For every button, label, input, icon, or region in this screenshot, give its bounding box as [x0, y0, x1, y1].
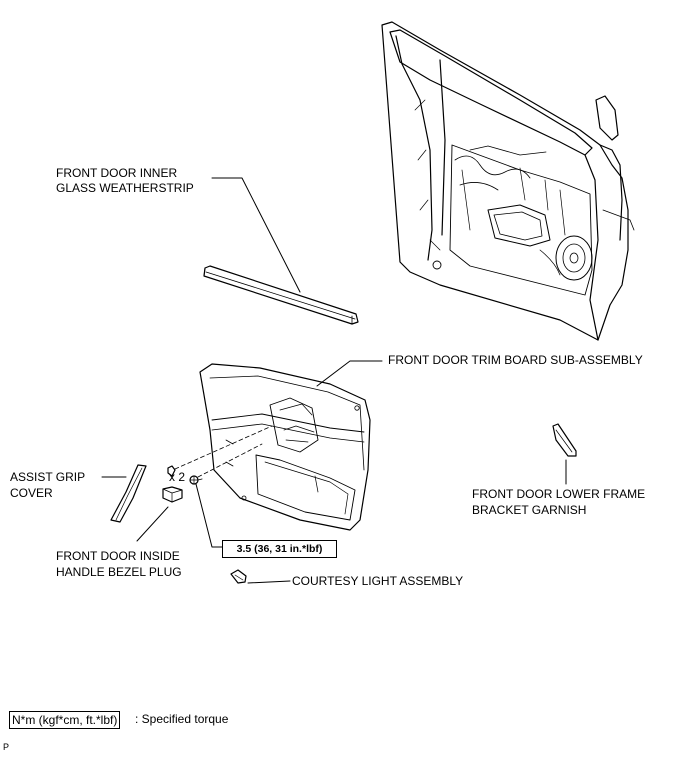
install-line-screw [197, 443, 263, 478]
bracket-garnish-icon [552, 423, 577, 457]
leader-bezel-plug [136, 506, 169, 542]
label-assist-grip-cover-line2: COVER [10, 486, 53, 500]
legend-unit-box: N*m (kgf*cm, ft.*lbf) [9, 711, 121, 729]
label-courtesy-light: COURTESY LIGHT ASSEMBLY [292, 574, 464, 588]
torque-spec-box: 3.5 (36, 31 in.*lbf) [222, 540, 337, 558]
door-shell-icon [381, 21, 635, 341]
bezel-plug-icon [162, 486, 183, 503]
leader-weatherstrip [211, 177, 301, 293]
label-bracket-garnish-line1: FRONT DOOR LOWER FRAME [472, 487, 646, 501]
page-id: P [3, 742, 10, 752]
label-assist-grip-cover-line1: ASSIST GRIP [10, 470, 86, 484]
install-line-clip [174, 425, 273, 470]
label-trim-board: FRONT DOOR TRIM BOARD SUB-ASSEMBLY [388, 353, 643, 367]
screw-icon [189, 475, 203, 485]
label-glass-weatherstrip-line2: GLASS WEATHERSTRIP [56, 181, 194, 195]
legend-description: : Specified torque [135, 712, 229, 726]
leader-torque [195, 483, 223, 548]
fastener-quantity: x 2 [169, 470, 186, 484]
trim-board-icon [199, 363, 371, 531]
weatherstrip-icon [203, 265, 359, 325]
courtesy-light-icon [230, 569, 247, 584]
leader-trim-board [316, 360, 383, 387]
label-bracket-garnish-line2: BRACKET GARNISH [472, 503, 587, 517]
clip-icon [167, 465, 176, 477]
leader-courtesy-light [247, 580, 291, 584]
label-bezel-plug-line2: HANDLE BEZEL PLUG [56, 565, 182, 579]
assist-grip-cover-icon [110, 464, 147, 523]
label-bezel-plug-line1: FRONT DOOR INSIDE [56, 549, 180, 563]
label-glass-weatherstrip-line1: FRONT DOOR INNER [56, 166, 178, 180]
